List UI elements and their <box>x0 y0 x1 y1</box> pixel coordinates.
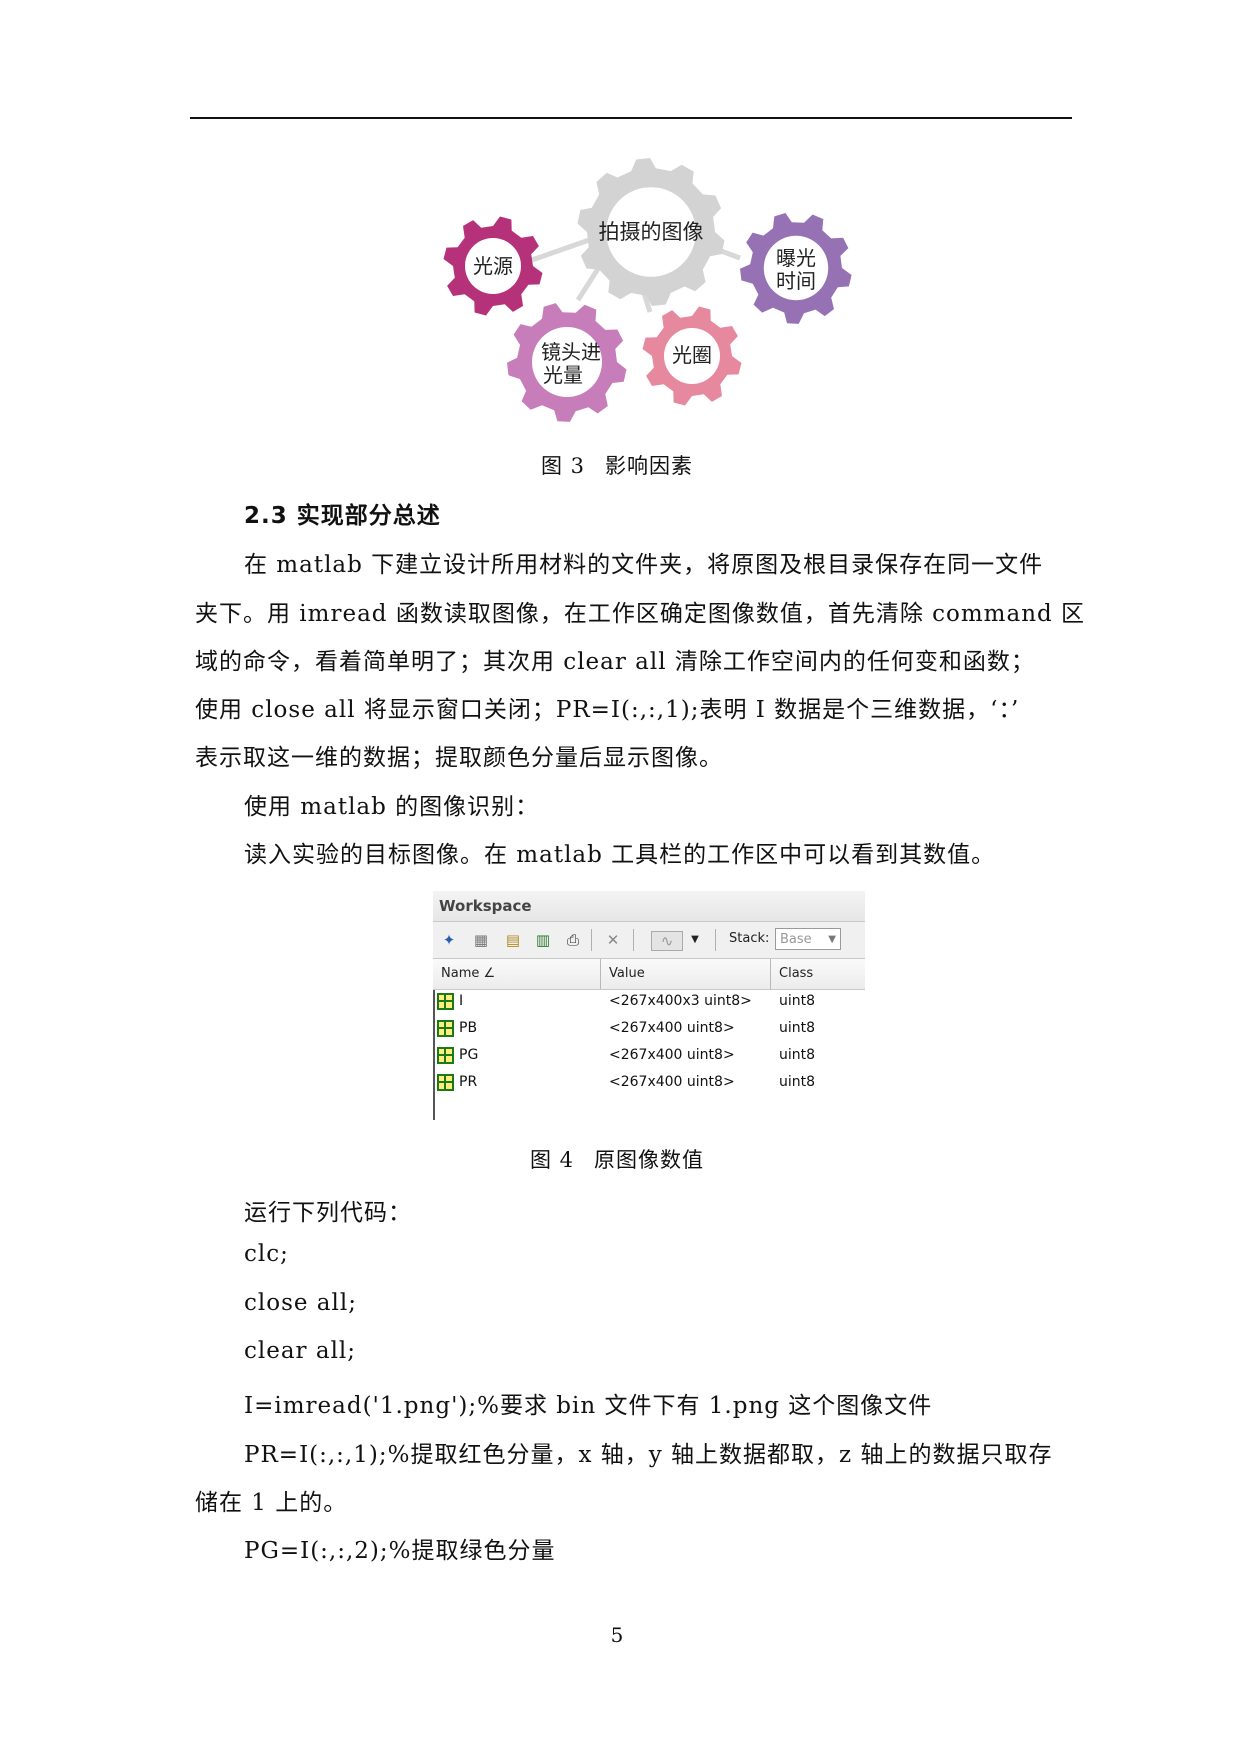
gear-light-source-hub <box>465 238 521 294</box>
matlab-workspace-panel: Workspace ✦ ▦ ▤ ▥ ⎙ ✕ ∿ ▼ Stack: Base ▼ … <box>433 891 865 1120</box>
code-line: PR=I(:,:,1);%提取红色分量，x 轴，y 轴上数据都取，z 轴上的数据… <box>244 1442 1053 1468</box>
table-row[interactable]: PB <267x400 uint8> uint8 <box>435 1017 865 1044</box>
open-variable-icon[interactable]: ▦ <box>473 931 489 949</box>
print-icon[interactable]: ⎙ <box>566 931 579 949</box>
variable-name: PR <box>459 1074 478 1090</box>
stack-select-value: Base <box>780 932 812 947</box>
toolbar-separator <box>633 929 634 951</box>
gear-label-lens-line2: 光量 <box>543 363 583 387</box>
matrix-variable-icon <box>437 1020 454 1037</box>
factors-gear-diagram: 拍摄的图像 光源 曝光 时间 镜头进 光量 光圈 <box>443 158 852 422</box>
variable-value: <267x400 uint8> <box>609 1020 735 1036</box>
variable-value: <267x400 uint8> <box>609 1074 735 1090</box>
variable-name: I <box>459 993 464 1009</box>
variable-value: <267x400 uint8> <box>609 1047 735 1063</box>
workspace-variable-list: I <267x400x3 uint8> uint8 PB <267x400 ui… <box>433 990 865 1120</box>
table-row[interactable]: I <267x400x3 uint8> uint8 <box>435 990 865 1017</box>
header-rule <box>190 117 1072 119</box>
code-line: clc; <box>244 1241 289 1267</box>
column-header-value[interactable]: Value <box>601 959 771 989</box>
gear-captured-image-hub <box>606 187 696 277</box>
variable-name: PB <box>459 1020 478 1036</box>
gear-lens-light-hub <box>532 327 602 397</box>
gear-label-light-source: 光源 <box>473 254 513 278</box>
paragraph-line: 读入实验的目标图像。在 matlab 工具栏的工作区中可以看到其数值。 <box>244 842 996 868</box>
paragraph-line: 使用 close all 将显示窗口关闭；PR=I(:,:,1);表明 I 数据… <box>195 697 1020 723</box>
toolbar-separator <box>715 929 716 951</box>
paragraph-line: 在 matlab 下建立设计所用材料的文件夹，将原图及根目录保存在同一文件 <box>244 552 1044 578</box>
workspace-column-headers: Name ∠ Value Class <box>433 959 865 990</box>
paragraph-line: 域的命令，看着简单明了；其次用 clear all 清除工作空间内的任何变和函数… <box>195 649 1035 675</box>
gear-label-lens-line1: 镜头进 <box>541 340 601 364</box>
matrix-variable-icon <box>437 1074 454 1091</box>
plot-selector-icon[interactable]: ∿ <box>651 931 683 951</box>
variable-value: <267x400x3 uint8> <box>609 993 752 1009</box>
paragraph-line: 使用 matlab 的图像识别： <box>244 794 540 820</box>
variable-class: uint8 <box>779 1047 816 1063</box>
variable-class: uint8 <box>779 1074 816 1090</box>
delete-variable-icon[interactable]: ✕ <box>606 931 620 949</box>
table-row[interactable]: PG <267x400 uint8> uint8 <box>435 1044 865 1071</box>
figure3-caption-number: 图 3 <box>540 454 586 478</box>
import-data-icon[interactable]: ▤ <box>505 931 521 949</box>
gear-label-aperture: 光圈 <box>672 343 712 367</box>
variable-name: PG <box>459 1047 479 1063</box>
section-heading: 2.3 实现部分总述 <box>244 503 441 529</box>
figure3-caption: 图 3 影响因素 <box>0 450 1234 480</box>
gear-aperture-hub <box>664 328 720 384</box>
paragraph-line: 表示取这一维的数据；提取颜色分量后显示图像。 <box>195 745 723 771</box>
figure4-caption-number: 图 4 <box>529 1148 575 1172</box>
code-line: close all; <box>244 1290 357 1316</box>
variable-class: uint8 <box>779 1020 816 1036</box>
column-header-class[interactable]: Class <box>771 959 865 989</box>
gear-label-exposure-line1: 曝光 <box>776 246 816 270</box>
toolbar-separator <box>591 929 592 951</box>
save-workspace-icon[interactable]: ▥ <box>535 931 551 949</box>
code-line-continuation: 储在 1 上的。 <box>195 1490 348 1516</box>
figure4-caption-text: 原图像数值 <box>594 1148 705 1172</box>
stack-select[interactable]: Base ▼ <box>775 928 841 950</box>
code-intro: 运行下列代码： <box>244 1200 412 1226</box>
table-row[interactable]: PR <267x400 uint8> uint8 <box>435 1071 865 1098</box>
matrix-variable-icon <box>437 1047 454 1064</box>
variable-class: uint8 <box>779 993 816 1009</box>
new-variable-icon[interactable]: ✦ <box>442 931 456 949</box>
code-line: clear all; <box>244 1338 357 1364</box>
chevron-down-icon[interactable]: ▼ <box>691 934 699 945</box>
gear-exposure-time-hub <box>763 235 829 301</box>
chevron-down-icon: ▼ <box>828 934 836 945</box>
figure3-caption-text: 影响因素 <box>605 454 694 478</box>
workspace-toolbar: ✦ ▦ ▤ ▥ ⎙ ✕ ∿ ▼ Stack: Base ▼ <box>433 922 865 959</box>
gear-label-exposure-line2: 时间 <box>776 269 816 293</box>
code-line: PG=I(:,:,2);%提取绿色分量 <box>244 1538 556 1564</box>
gear-label-captured-image: 拍摄的图像 <box>599 220 704 244</box>
figure4-caption: 图 4 原图像数值 <box>0 1144 1234 1174</box>
code-line: I=imread('1.png');%要求 bin 文件下有 1.png 这个图… <box>244 1393 933 1419</box>
matrix-variable-icon <box>437 993 454 1010</box>
workspace-title: Workspace <box>433 891 865 922</box>
page-number: 5 <box>610 1623 624 1647</box>
paragraph-line: 夹下。用 imread 函数读取图像，在工作区确定图像数值，首先清除 comma… <box>195 601 1086 627</box>
column-header-name[interactable]: Name ∠ <box>433 959 601 989</box>
stack-label: Stack: <box>729 931 770 946</box>
